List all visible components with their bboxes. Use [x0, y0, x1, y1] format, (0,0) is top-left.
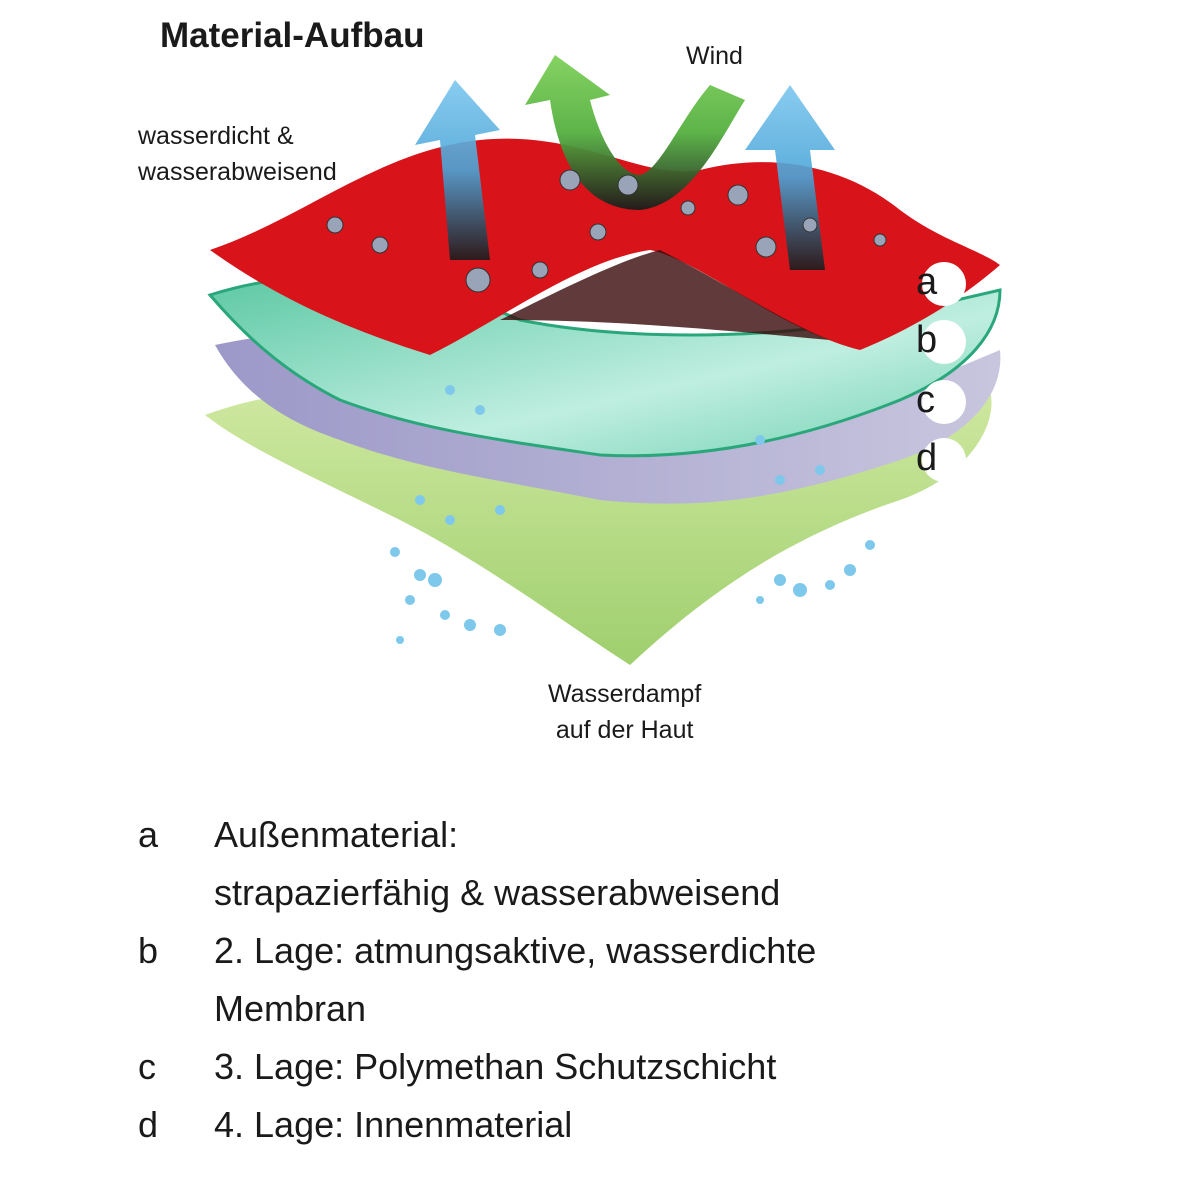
vapor-label-line1: Wasserdampf	[548, 680, 702, 708]
layer-legend: a Außenmaterial: strapazierfähig & wasser…	[138, 806, 816, 1154]
legend-text: Membran	[214, 988, 367, 1029]
rain-droplets	[326, 169, 887, 293]
wind-arrow	[525, 55, 745, 210]
vapor-label: Wasserdampf auf der Haut	[548, 676, 701, 748]
legend-text: strapazierfähig & wasserabweisend	[214, 872, 781, 913]
legend-text: 4. Lage: Innenmaterial	[214, 1104, 573, 1145]
legend-text: 3. Lage: Polymethan Schutzschicht	[214, 1046, 777, 1087]
layer-illustration	[205, 55, 1002, 665]
diagram-title: Material-Aufbau	[160, 16, 425, 55]
vapor-label-line2: auf der Haut	[555, 716, 694, 744]
vapor-droplets	[390, 385, 875, 644]
legend-item-c: c 3. Lage: Polymethan Schutzschicht	[138, 1038, 816, 1096]
badge-c: c	[916, 380, 966, 424]
outer-shadow	[500, 250, 830, 340]
legend-key: c	[138, 1046, 156, 1087]
legend-key: a	[138, 814, 159, 855]
legend-key: d	[138, 1104, 159, 1145]
badge-b: b	[916, 320, 966, 364]
waterproof-label-line2: wasserabweisend	[138, 158, 337, 186]
legend-key: b	[138, 930, 159, 971]
waterproof-label-line1: wasserdicht &	[138, 122, 294, 150]
wind-label: Wind	[686, 42, 743, 70]
legend-item-d: d 4. Lage: Innenmaterial	[138, 1096, 816, 1154]
legend-item-a: a Außenmaterial: strapazierfähig & wasser…	[138, 806, 816, 922]
badge-d: d	[916, 438, 966, 482]
vapor-arrow-left	[415, 80, 500, 260]
waterproof-label: wasserdicht & wasserabweisend	[138, 118, 337, 190]
legend-text: 2. Lage: atmungsaktive, wasserdichte	[214, 930, 817, 971]
legend-text: Außenmaterial:	[214, 814, 459, 855]
badge-a: a	[916, 262, 966, 306]
